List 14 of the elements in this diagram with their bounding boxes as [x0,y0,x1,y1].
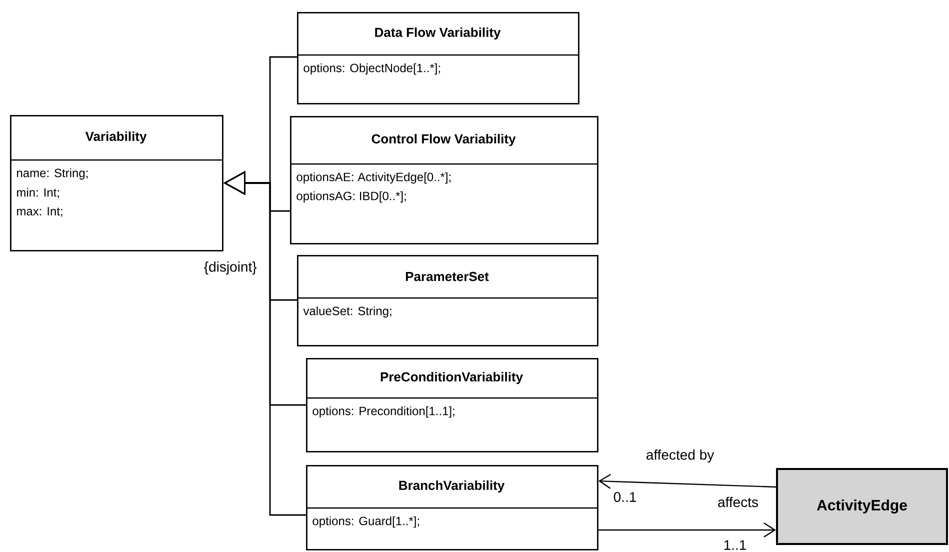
edge-label: affected by [644,448,716,464]
class-box: Data Flow Variability options: ObjectNode[1..*]; [297,12,580,104]
class-box: ActivityEdge [776,468,948,545]
edge-label: affects [716,496,760,508]
multiplicity-label: 1..1 [724,540,746,550]
class-box: Variability name: String; min: Int; max: Int; [10,115,224,252]
multiplicity-label: 0..1 [614,492,636,502]
association-arrow [598,474,776,489]
class-box: PreConditionVariability options: Precondition[1..1]; [306,358,598,452]
constraint-label: {disjoint} [204,261,257,275]
class-box: BranchVariability options: Guard[1..*]; [306,465,598,550]
class-box: ParameterSet valueSet: String; [297,255,598,346]
class-box: Control Flow Variability optionsAE: ActivityEdge[0..*]; optionsAG: IBD[0..*]; [290,116,598,244]
association-arrow [598,522,776,538]
